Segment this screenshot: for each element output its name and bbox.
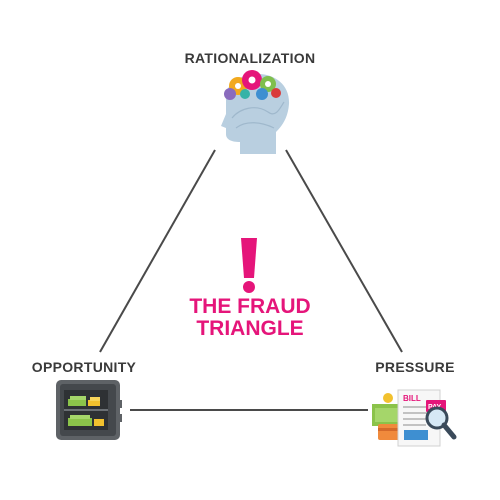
title-line-1: THE FRAUD	[189, 295, 311, 318]
opportunity-label: OPPORTUNITY	[31, 359, 137, 375]
bills-with-magnifier-icon: BILL PAY	[372, 389, 457, 447]
safe-with-money-icon	[56, 380, 122, 440]
edge-top-right	[285, 149, 403, 353]
head-with-gears-icon	[221, 70, 290, 154]
bill-text: BILL	[403, 394, 421, 403]
edge-top-left	[99, 149, 216, 353]
diagram-title: THE FRAUD TRIANGLE	[0, 296, 500, 340]
title-line-2: TRIANGLE	[196, 317, 304, 340]
pressure-label: PRESSURE	[375, 359, 455, 375]
rationalization-label: RATIONALIZATION	[184, 50, 316, 66]
exclamation-icon	[241, 238, 257, 293]
